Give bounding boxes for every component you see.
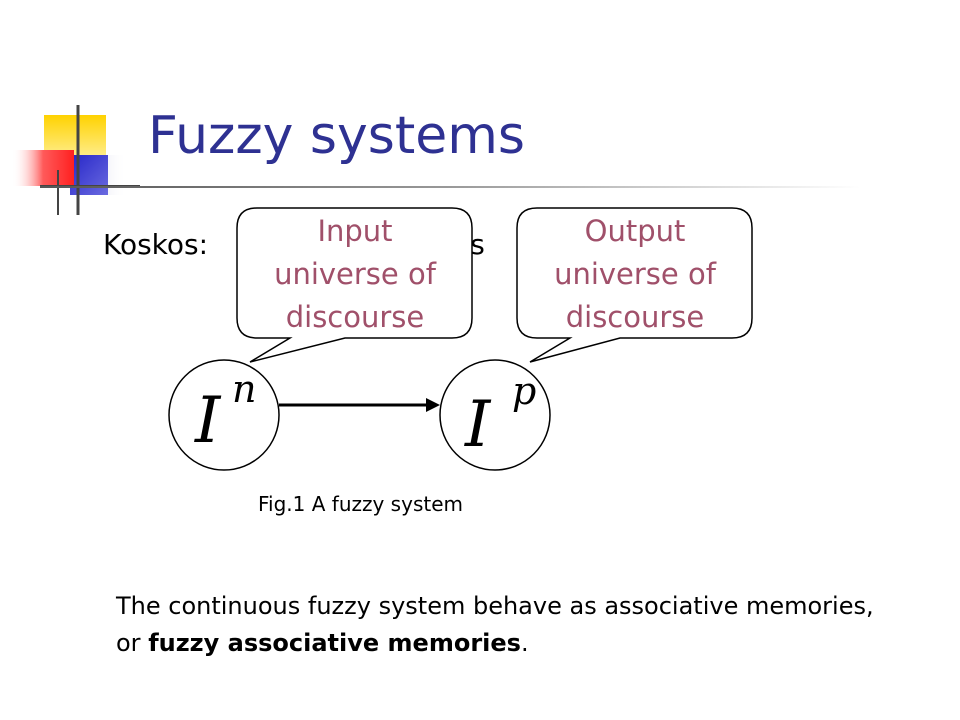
output-callout-line-1: Output (585, 214, 686, 248)
decorative-squares (12, 105, 140, 215)
title-underline (40, 186, 860, 188)
input-callout-line-3: discourse (286, 300, 425, 334)
output-callout-line-2: universe of (554, 257, 717, 291)
input-callout-line-1: Input (317, 214, 392, 248)
koskos-prefix: Koskos: (103, 228, 209, 261)
deco-red-square (12, 150, 74, 186)
body-text-bold: fuzzy associative memories (148, 629, 521, 657)
slide-title: Fuzzy systems (148, 106, 525, 166)
input-node-symbol: I (194, 384, 222, 458)
output-callout-line-3: discourse (566, 300, 705, 334)
output-node-symbol: I (464, 388, 492, 462)
figure-caption: Fig.1 A fuzzy system (258, 492, 463, 516)
output-node-circle (439, 359, 551, 471)
mapping-arrowhead (426, 398, 440, 412)
output-node-exponent: p (512, 369, 536, 413)
input-node-exponent: n (232, 367, 256, 411)
output-callout-bubble (516, 207, 753, 363)
body-text-end: . (520, 629, 529, 657)
body-paragraph: The continuous fuzzy system behave as as… (116, 588, 876, 662)
input-callout-line-2: universe of (274, 257, 437, 291)
deco-blue-square (70, 155, 108, 195)
input-callout-bubble (236, 207, 473, 363)
input-node-circle (168, 359, 280, 471)
body-text-part1: The continuous fuzzy system behave as as… (116, 592, 874, 657)
